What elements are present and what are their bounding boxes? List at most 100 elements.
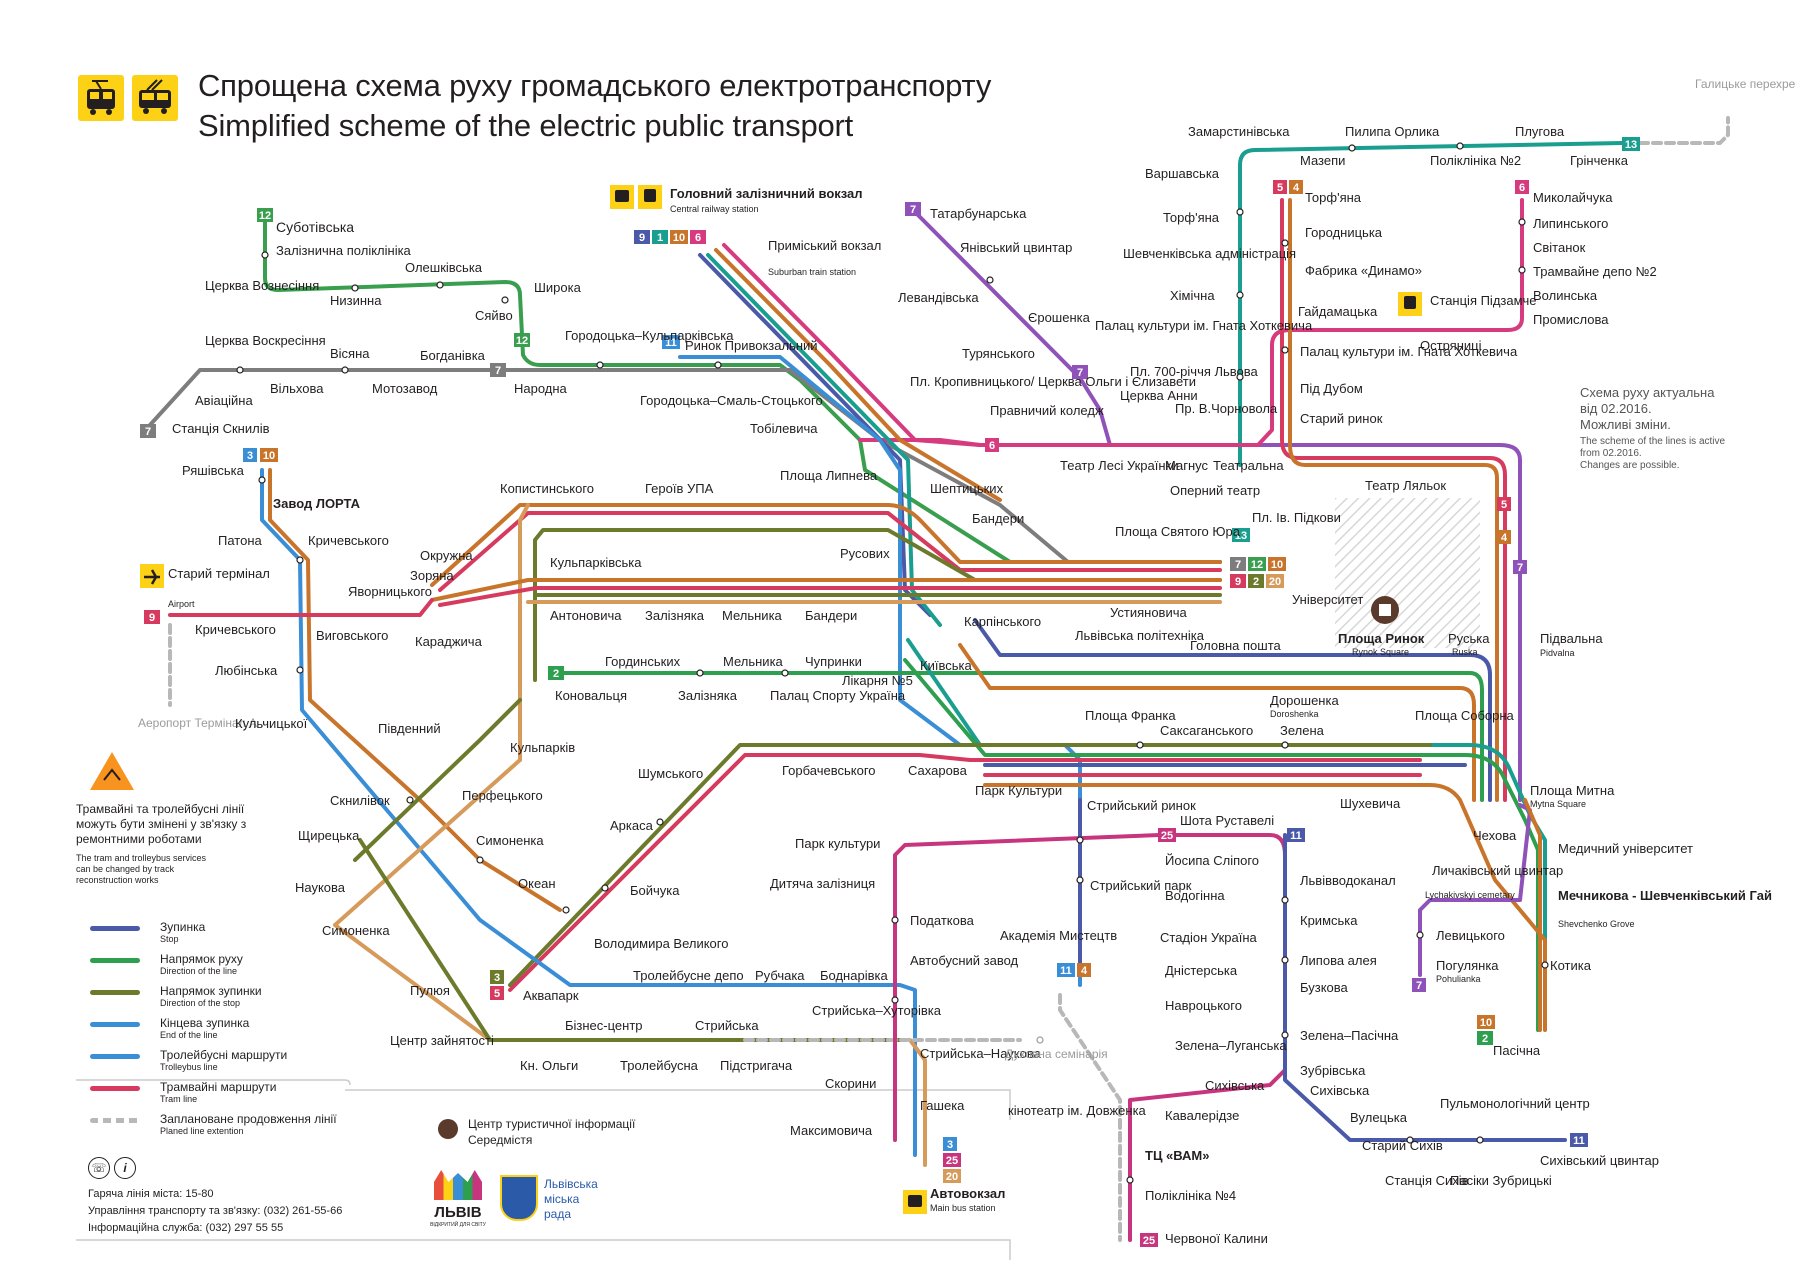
station-label: Старий ринок	[1300, 411, 1383, 426]
station-label: Духовна семінарія	[1005, 1047, 1108, 1061]
station-label: Ринок Привокзальний	[685, 338, 818, 353]
station-label: Завод ЛОРТА	[273, 496, 361, 511]
svg-text:20: 20	[946, 1171, 958, 1183]
bus-icon	[610, 185, 634, 209]
line-5-horbachevskoho	[508, 753, 1422, 992]
stop-marker	[1136, 741, 1144, 749]
station-label: Театральна	[1213, 458, 1284, 473]
station-label: Пл. Ів. Підкови	[1252, 510, 1341, 525]
station-label: Приміський вокзал	[768, 238, 881, 253]
rada-logo: Львівська міська рада	[500, 1175, 640, 1235]
svg-text:1: 1	[657, 232, 663, 244]
stop-marker	[891, 916, 899, 924]
station-label: Київська	[920, 658, 972, 673]
line-3-trolley	[260, 468, 917, 1157]
station-label: Lychakivskyi cemetary	[1425, 890, 1515, 900]
stop-marker	[891, 996, 899, 1004]
station-label: Торф'яна	[1305, 190, 1362, 205]
station-label: Пасічна	[1493, 1043, 1541, 1058]
stop-marker	[1416, 931, 1424, 939]
station-label: Станція Сихів	[1385, 1173, 1469, 1188]
info-icon: i	[114, 1157, 136, 1179]
tram-icon	[78, 75, 124, 121]
stop-marker	[1076, 836, 1084, 844]
stop-marker	[1076, 876, 1084, 884]
stop-marker	[1476, 1136, 1484, 1144]
line-9-upper	[438, 511, 1222, 592]
station-label: Варшавська	[1145, 166, 1220, 181]
station-label: Левандівська	[898, 290, 979, 305]
badge-7-west: 7	[140, 424, 156, 438]
badge-2-kovaltsia: 2	[548, 666, 564, 680]
station-label: Антоновича	[550, 608, 622, 623]
stop-marker	[296, 556, 304, 564]
line-7-purple	[913, 210, 1522, 802]
badge-9-airport: 9	[144, 610, 160, 624]
stop-marker	[296, 666, 304, 674]
station-label: Авіаційна	[195, 393, 253, 408]
badge-4-north: 4	[1289, 180, 1303, 194]
station-label: Липова алея	[1300, 953, 1377, 968]
svg-text:9: 9	[149, 612, 155, 624]
station-label: Народна	[514, 381, 568, 396]
stop-marker	[1281, 346, 1289, 354]
station-label: Оперний театр	[1170, 483, 1260, 498]
stop-marker	[436, 281, 444, 289]
planned-13	[1638, 116, 1730, 145]
station-label: Старий Сихів	[1362, 1138, 1443, 1153]
contact-hotline: Гаряча лінія міста: 15-80	[88, 1188, 214, 1200]
badge-12-mid: 12	[514, 333, 530, 347]
stop-marker	[1281, 741, 1289, 749]
station-label: Русових	[840, 546, 890, 561]
legend: Зупинка Stop Напрямок руху Direction of …	[76, 910, 356, 1230]
svg-text:25: 25	[1143, 1235, 1155, 1247]
station-label: Стрийська–Хуторівка	[812, 1003, 942, 1018]
stop-marker	[781, 669, 789, 677]
stop-marker	[236, 366, 244, 374]
station-label: Аквапарк	[523, 988, 579, 1003]
station-label: Гординських	[605, 654, 681, 669]
svg-text:5: 5	[1277, 182, 1283, 194]
tourist-center: Центр туристичної інформації Середмістя	[438, 1117, 678, 1157]
station-label: Аеропорт Термінал А	[138, 716, 257, 730]
svg-text:12: 12	[516, 335, 528, 347]
station-label: Площа Франка	[1085, 708, 1176, 723]
roadwork-icon	[90, 752, 134, 790]
station-label: Станція Скнилів	[172, 421, 270, 436]
station-label: Медичний університет	[1558, 841, 1693, 856]
svg-text:6: 6	[695, 232, 701, 244]
stop-marker	[1236, 291, 1244, 299]
station-label: Стадіон Україна	[1160, 930, 1258, 945]
svg-text:13: 13	[1625, 139, 1637, 151]
line-10-upper	[430, 503, 1222, 587]
station-label: Сихівська	[1310, 1083, 1370, 1098]
station-label: Rynok Square	[1352, 647, 1409, 657]
badge-univ-2: 2	[1248, 574, 1264, 588]
castle-icon	[438, 1119, 458, 1139]
station-label: Кричевського	[195, 622, 276, 637]
stop-marker	[1281, 1031, 1289, 1039]
station-label: Городницька	[1305, 225, 1383, 240]
station-label: Ruska	[1452, 647, 1478, 657]
station-label: Яворницького	[348, 584, 432, 599]
station-label: Карпінського	[964, 614, 1041, 629]
station-label: Героїв УПА	[645, 481, 714, 496]
station-label: Зоряна	[410, 568, 454, 583]
station-label: Пулюя	[410, 983, 450, 998]
stop-marker	[1281, 956, 1289, 964]
badge-7-north: 7	[905, 202, 921, 216]
svg-text:9: 9	[1235, 576, 1241, 588]
station-label: Шота Руставелі	[1180, 813, 1274, 828]
svg-text:12: 12	[259, 210, 271, 222]
svg-text:25: 25	[946, 1155, 958, 1167]
station-label: Сихівський цвинтар	[1540, 1153, 1659, 1168]
svg-text:7: 7	[1077, 367, 1083, 379]
station-label: Городоцька–Смаль-Стоцького	[640, 393, 823, 408]
station-label: Зелена–Луганська	[1175, 1038, 1287, 1053]
svg-text:4: 4	[1081, 965, 1088, 977]
badge-2-pasich: 2	[1477, 1031, 1493, 1045]
station-label: Площа Митна	[1530, 783, 1615, 798]
station-label: Тобілевича	[750, 421, 818, 436]
svg-text:7: 7	[495, 365, 501, 377]
badge-6-center: 6	[985, 438, 999, 452]
